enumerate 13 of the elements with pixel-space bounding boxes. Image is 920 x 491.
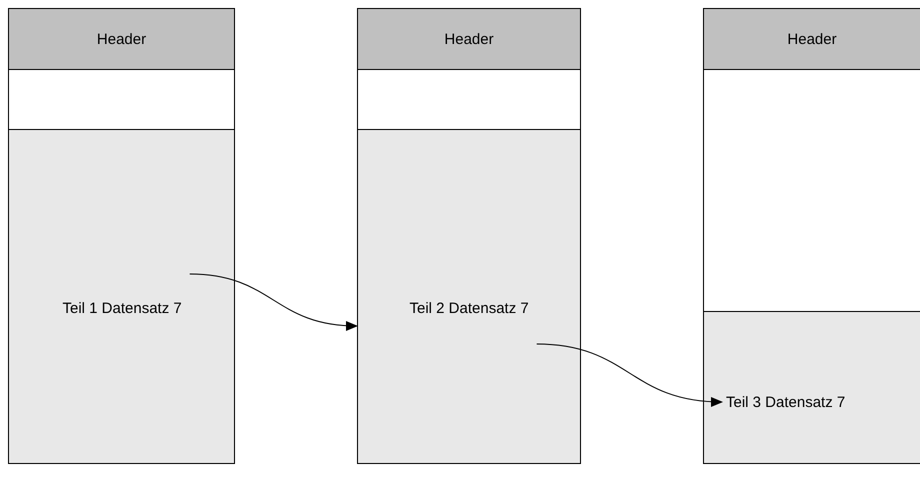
record-area [703,311,920,464]
arrow [189,274,358,330]
record-area [8,129,235,464]
record-label: Teil 1 Datensatz 7 [62,300,182,316]
page-header: Header [357,8,581,70]
free-area [357,69,581,130]
record-area [357,129,581,464]
free-area [8,69,235,130]
record-label: Teil 3 Datensatz 7 [726,394,846,410]
record-label: Teil 2 Datensatz 7 [410,300,529,316]
arrow [536,344,723,406]
page-header: Header [8,8,235,70]
page-header: Header [703,8,920,70]
